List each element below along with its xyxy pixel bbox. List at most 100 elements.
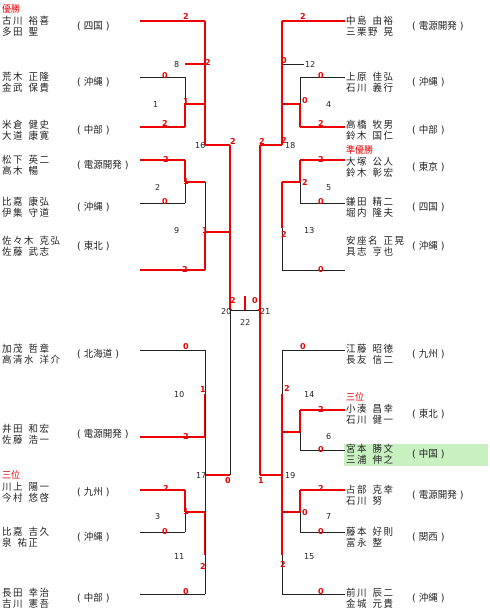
match-number: 1: [153, 100, 159, 109]
score: 0: [318, 71, 324, 80]
bracket-line: [282, 270, 345, 271]
bracket-line: [230, 309, 232, 311]
bracket-line: [282, 511, 300, 513]
bracket-line: [282, 228, 283, 270]
player-name: 江藤 昭徳: [346, 344, 395, 355]
bracket-line: [281, 64, 283, 145]
player-name: 石川 努: [346, 496, 384, 507]
player-name: 小湊 昌幸: [346, 404, 395, 415]
score: 2: [205, 58, 211, 67]
score: 2: [281, 230, 287, 239]
bracket-line: [300, 182, 301, 203]
region-name: ( 電源開発 ): [412, 21, 464, 32]
player-name: 安座名 正晃: [346, 236, 406, 247]
bracket-line: [300, 203, 345, 204]
player-name: 泉 祐正: [2, 538, 40, 549]
region-name: ( 沖縄 ): [77, 77, 110, 88]
player-name: 松下 英二: [2, 155, 51, 166]
bracket-line: [244, 296, 246, 310]
match-number: 12: [305, 60, 316, 69]
player-name: 高清水 洋介: [2, 355, 62, 366]
player-name: 大道 康寛: [2, 131, 51, 142]
score: 2: [318, 119, 324, 128]
bracket-line: [282, 20, 345, 22]
score: 2: [281, 136, 287, 145]
match-number: 8: [174, 60, 180, 69]
score: 2: [284, 384, 290, 393]
bracket-line: [300, 77, 301, 104]
bracket-line: [185, 63, 205, 65]
score: 0: [318, 527, 324, 536]
bracket-line: [299, 160, 301, 182]
score: 2: [259, 137, 265, 146]
player-name: 多田 聖: [2, 27, 40, 38]
bracket-line: [140, 489, 185, 491]
bracket-line: [140, 203, 185, 204]
score: 0: [225, 476, 231, 485]
score: 2: [183, 12, 189, 21]
bracket-line: [185, 103, 205, 105]
score: 0: [318, 265, 324, 274]
player-name: 高橋 牧男: [346, 120, 395, 131]
score: 2: [162, 119, 168, 128]
player-name: 前川 辰二: [346, 588, 395, 599]
score: 1: [200, 385, 206, 394]
score: 1: [183, 177, 189, 186]
match-number: 3: [155, 512, 161, 521]
score: 2: [230, 137, 236, 146]
score: 2: [183, 432, 189, 441]
score: 2: [302, 178, 308, 187]
bracket-line: [185, 77, 186, 104]
bracket-line: [281, 512, 283, 555]
player-name: 佐々木 克弘: [2, 236, 62, 247]
bracket-line: [205, 182, 206, 232]
bracket-line: [204, 64, 206, 145]
bracket-line: [140, 436, 205, 438]
player-name: 宮本 勝文: [346, 444, 395, 455]
region-name: ( 九州 ): [412, 349, 445, 360]
match-number: 15: [304, 552, 315, 561]
bracket-line: [184, 160, 186, 182]
score: 0: [281, 56, 287, 65]
bracket-line: [299, 104, 301, 127]
region-name: ( 中部 ): [77, 125, 110, 136]
bracket-line: [281, 475, 283, 512]
score: 1: [202, 226, 208, 236]
player-name: 高木 暢: [2, 166, 40, 177]
region-name: ( 沖縄 ): [412, 593, 445, 604]
match-number: 11: [174, 552, 185, 561]
bracket-line: [184, 490, 186, 512]
bracket-line: [282, 431, 300, 433]
score: 0: [318, 587, 324, 596]
score: 0: [252, 296, 258, 305]
match-number: 6: [326, 432, 332, 441]
player-name: 藤本 好則: [346, 527, 395, 538]
player-name: 上原 佳弘: [346, 72, 395, 83]
bracket-line: [140, 594, 205, 595]
player-name: 大塚 公人: [346, 157, 395, 168]
player-name: 米倉 健史: [2, 120, 51, 131]
match-number: 9: [174, 226, 180, 235]
player-name: 金武 保貴: [2, 83, 51, 94]
bracket-line: [282, 103, 300, 105]
score: 0: [183, 342, 189, 351]
match-number: 13: [304, 226, 315, 235]
player-name: 三浦 伸之: [346, 455, 395, 466]
player-name: 川上 陽一: [2, 482, 51, 493]
bracket-line: [300, 126, 345, 128]
match-number: 10: [174, 390, 185, 399]
player-name: 古川 裕喜: [2, 16, 51, 27]
region-name: ( 東北 ): [77, 241, 110, 252]
player-name: 佐藤 武志: [2, 247, 51, 258]
score: 0: [183, 587, 189, 596]
player-name: 長友 信二: [346, 355, 395, 366]
score: 0: [302, 508, 308, 517]
highlighted-entry: [344, 444, 488, 466]
bracket-line: [260, 474, 282, 476]
bracket-line: [282, 350, 283, 394]
bracket-line: [140, 532, 185, 533]
bracket-line: [281, 182, 283, 228]
bracket-line: [205, 475, 206, 555]
score: 0: [300, 342, 306, 351]
player-name: 長田 幸治: [2, 588, 51, 599]
